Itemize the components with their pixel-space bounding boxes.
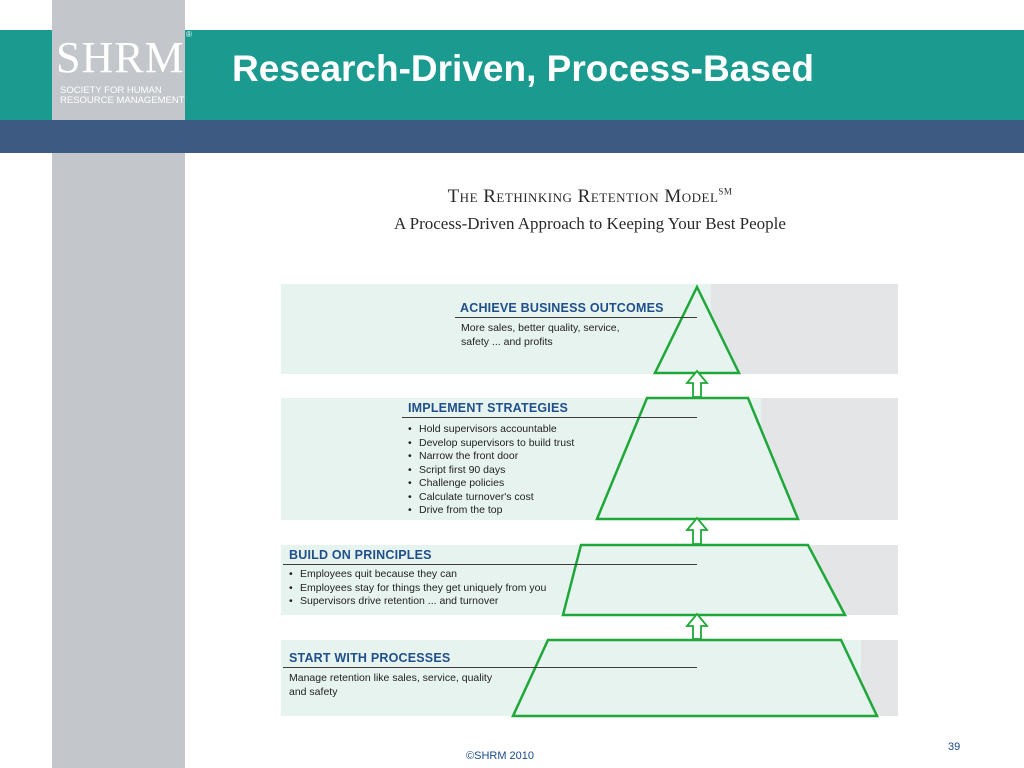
- list-item: Challenge policies: [408, 477, 574, 491]
- up-arrow-icon: [685, 612, 709, 640]
- step-heading-processes: START WITH PROCESSES: [289, 651, 451, 665]
- logo-registered-mark: ®: [186, 30, 192, 39]
- step-text-processes: Manage retention like sales, service, qu…: [289, 672, 492, 699]
- step-text-line: More sales, better quality, service,: [461, 322, 620, 334]
- model-title: The Rethinking Retention ModelSM: [370, 186, 810, 208]
- step-divider: [283, 667, 697, 668]
- logo-subtitle-line2: Resource Management: [60, 95, 185, 106]
- page-number: 39: [948, 741, 961, 753]
- list-item: Employees stay for things they get uniqu…: [289, 582, 546, 596]
- up-arrow-icon: [685, 369, 709, 398]
- list-item: Calculate turnover's cost: [408, 491, 574, 505]
- step-text-outcomes: More sales, better quality, service, saf…: [461, 322, 620, 349]
- step-text-line: and safety: [289, 685, 338, 698]
- model-title-text: The Rethinking Retention Model: [447, 186, 719, 207]
- step-text-line: safety ... and profits: [461, 335, 553, 348]
- band-outcomes-right: [711, 284, 898, 374]
- list-item: Narrow the front door: [408, 450, 574, 464]
- pyramid-tier-strategies: [595, 396, 800, 521]
- header-subbar: [0, 120, 1024, 153]
- step-text-line: Manage retention like sales, service, qu…: [289, 672, 493, 684]
- shrm-logo: SHRM ® Society for Human Resource Manage…: [52, 30, 192, 120]
- logo-subtitle-line1: Society for Human: [60, 85, 162, 96]
- step-bullets-strategies: Hold supervisors accountable Develop sup…: [408, 423, 574, 518]
- logo-wordmark: SHRM: [56, 33, 185, 82]
- step-heading-strategies: IMPLEMENT STRATEGIES: [408, 401, 569, 415]
- logo-subtitle: Society for Human Resource Management: [60, 86, 185, 106]
- list-item: Hold supervisors accountable: [408, 423, 574, 437]
- pyramid-tier-processes: [511, 638, 879, 718]
- pyramid-tier-principles: [561, 543, 848, 617]
- band-outcomes: [281, 284, 711, 374]
- list-item: Drive from the top: [408, 504, 574, 518]
- step-heading-principles: BUILD ON PRINCIPLES: [289, 548, 432, 562]
- step-divider: [283, 564, 697, 565]
- up-arrow-icon: [685, 516, 709, 545]
- step-bullets-principles: Employees quit because they can Employee…: [289, 568, 546, 609]
- service-mark: SM: [718, 186, 733, 197]
- slide-title: Research-Driven, Process-Based: [232, 48, 815, 89]
- pyramid-tier-outcomes: [652, 284, 742, 375]
- step-divider: [402, 417, 697, 418]
- list-item: Supervisors drive retention ... and turn…: [289, 595, 546, 609]
- step-heading-outcomes: ACHIEVE BUSINESS OUTCOMES: [460, 301, 664, 315]
- list-item: Employees quit because they can: [289, 568, 546, 582]
- list-item: Develop supervisors to build trust: [408, 437, 574, 451]
- step-divider: [455, 317, 697, 318]
- list-item: Script first 90 days: [408, 464, 574, 478]
- footer-copyright: ©SHRM 2010: [466, 750, 535, 762]
- model-subtitle: A Process-Driven Approach to Keeping You…: [394, 214, 786, 233]
